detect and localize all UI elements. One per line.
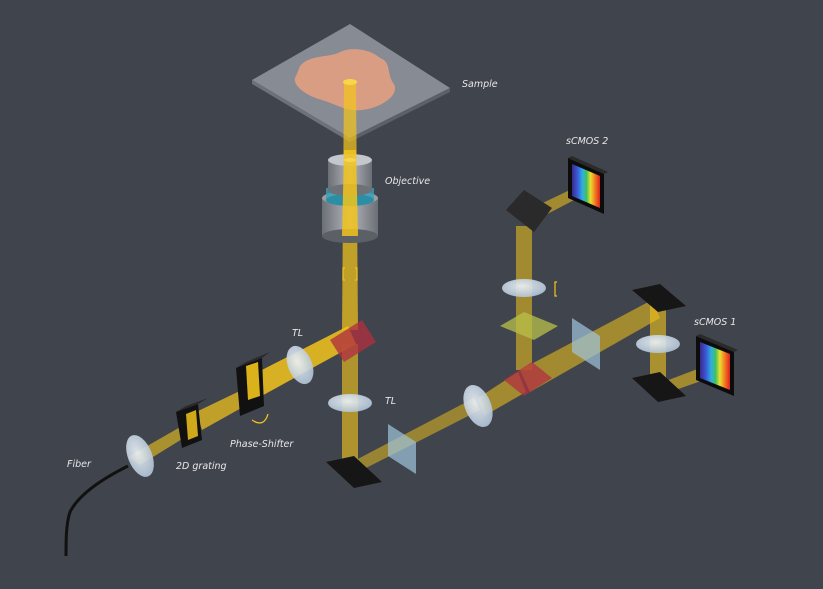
objective-lens (322, 150, 378, 243)
focus-marks (342, 267, 557, 297)
mirror-lower (326, 456, 382, 488)
tube-lens-upper (286, 345, 314, 385)
camera-scmos2 (568, 156, 608, 214)
camera1-tube-lens (636, 335, 680, 353)
illumination-beam (128, 79, 704, 470)
camera-scmos1 (696, 334, 738, 396)
upper-relay-lens (502, 279, 546, 297)
fiber-collimator-lens (126, 435, 154, 477)
label-sample: Sample (462, 79, 498, 90)
diffraction-grating (176, 398, 208, 448)
tube-lens-lower (328, 394, 372, 412)
label-phase-shifter: Phase-Shifter (230, 439, 294, 450)
splitter-dichroic (504, 362, 552, 396)
label-grating: 2D grating (176, 461, 227, 472)
emission-filter (388, 424, 416, 474)
phase-shifter (236, 352, 270, 424)
right-filter (572, 318, 600, 370)
main-dichroic (330, 320, 376, 362)
mirror-upper (506, 190, 552, 232)
label-tl-upper: TL (292, 328, 304, 339)
label-tl-lower: TL (385, 396, 397, 407)
label-fiber: Fiber (67, 459, 91, 470)
rotation-arrow-icon (251, 413, 269, 424)
label-scmos1: sCMOS 1 (694, 317, 737, 328)
sample-specimen (294, 49, 396, 111)
mirror-right-top (632, 284, 686, 312)
mirror-right-bottom (632, 372, 686, 402)
optical-fiber (64, 464, 129, 557)
green-beamsplitter (500, 312, 558, 340)
label-objective: Objective (385, 176, 431, 187)
relay-lens (463, 385, 493, 427)
label-scmos2: sCMOS 2 (566, 136, 609, 147)
